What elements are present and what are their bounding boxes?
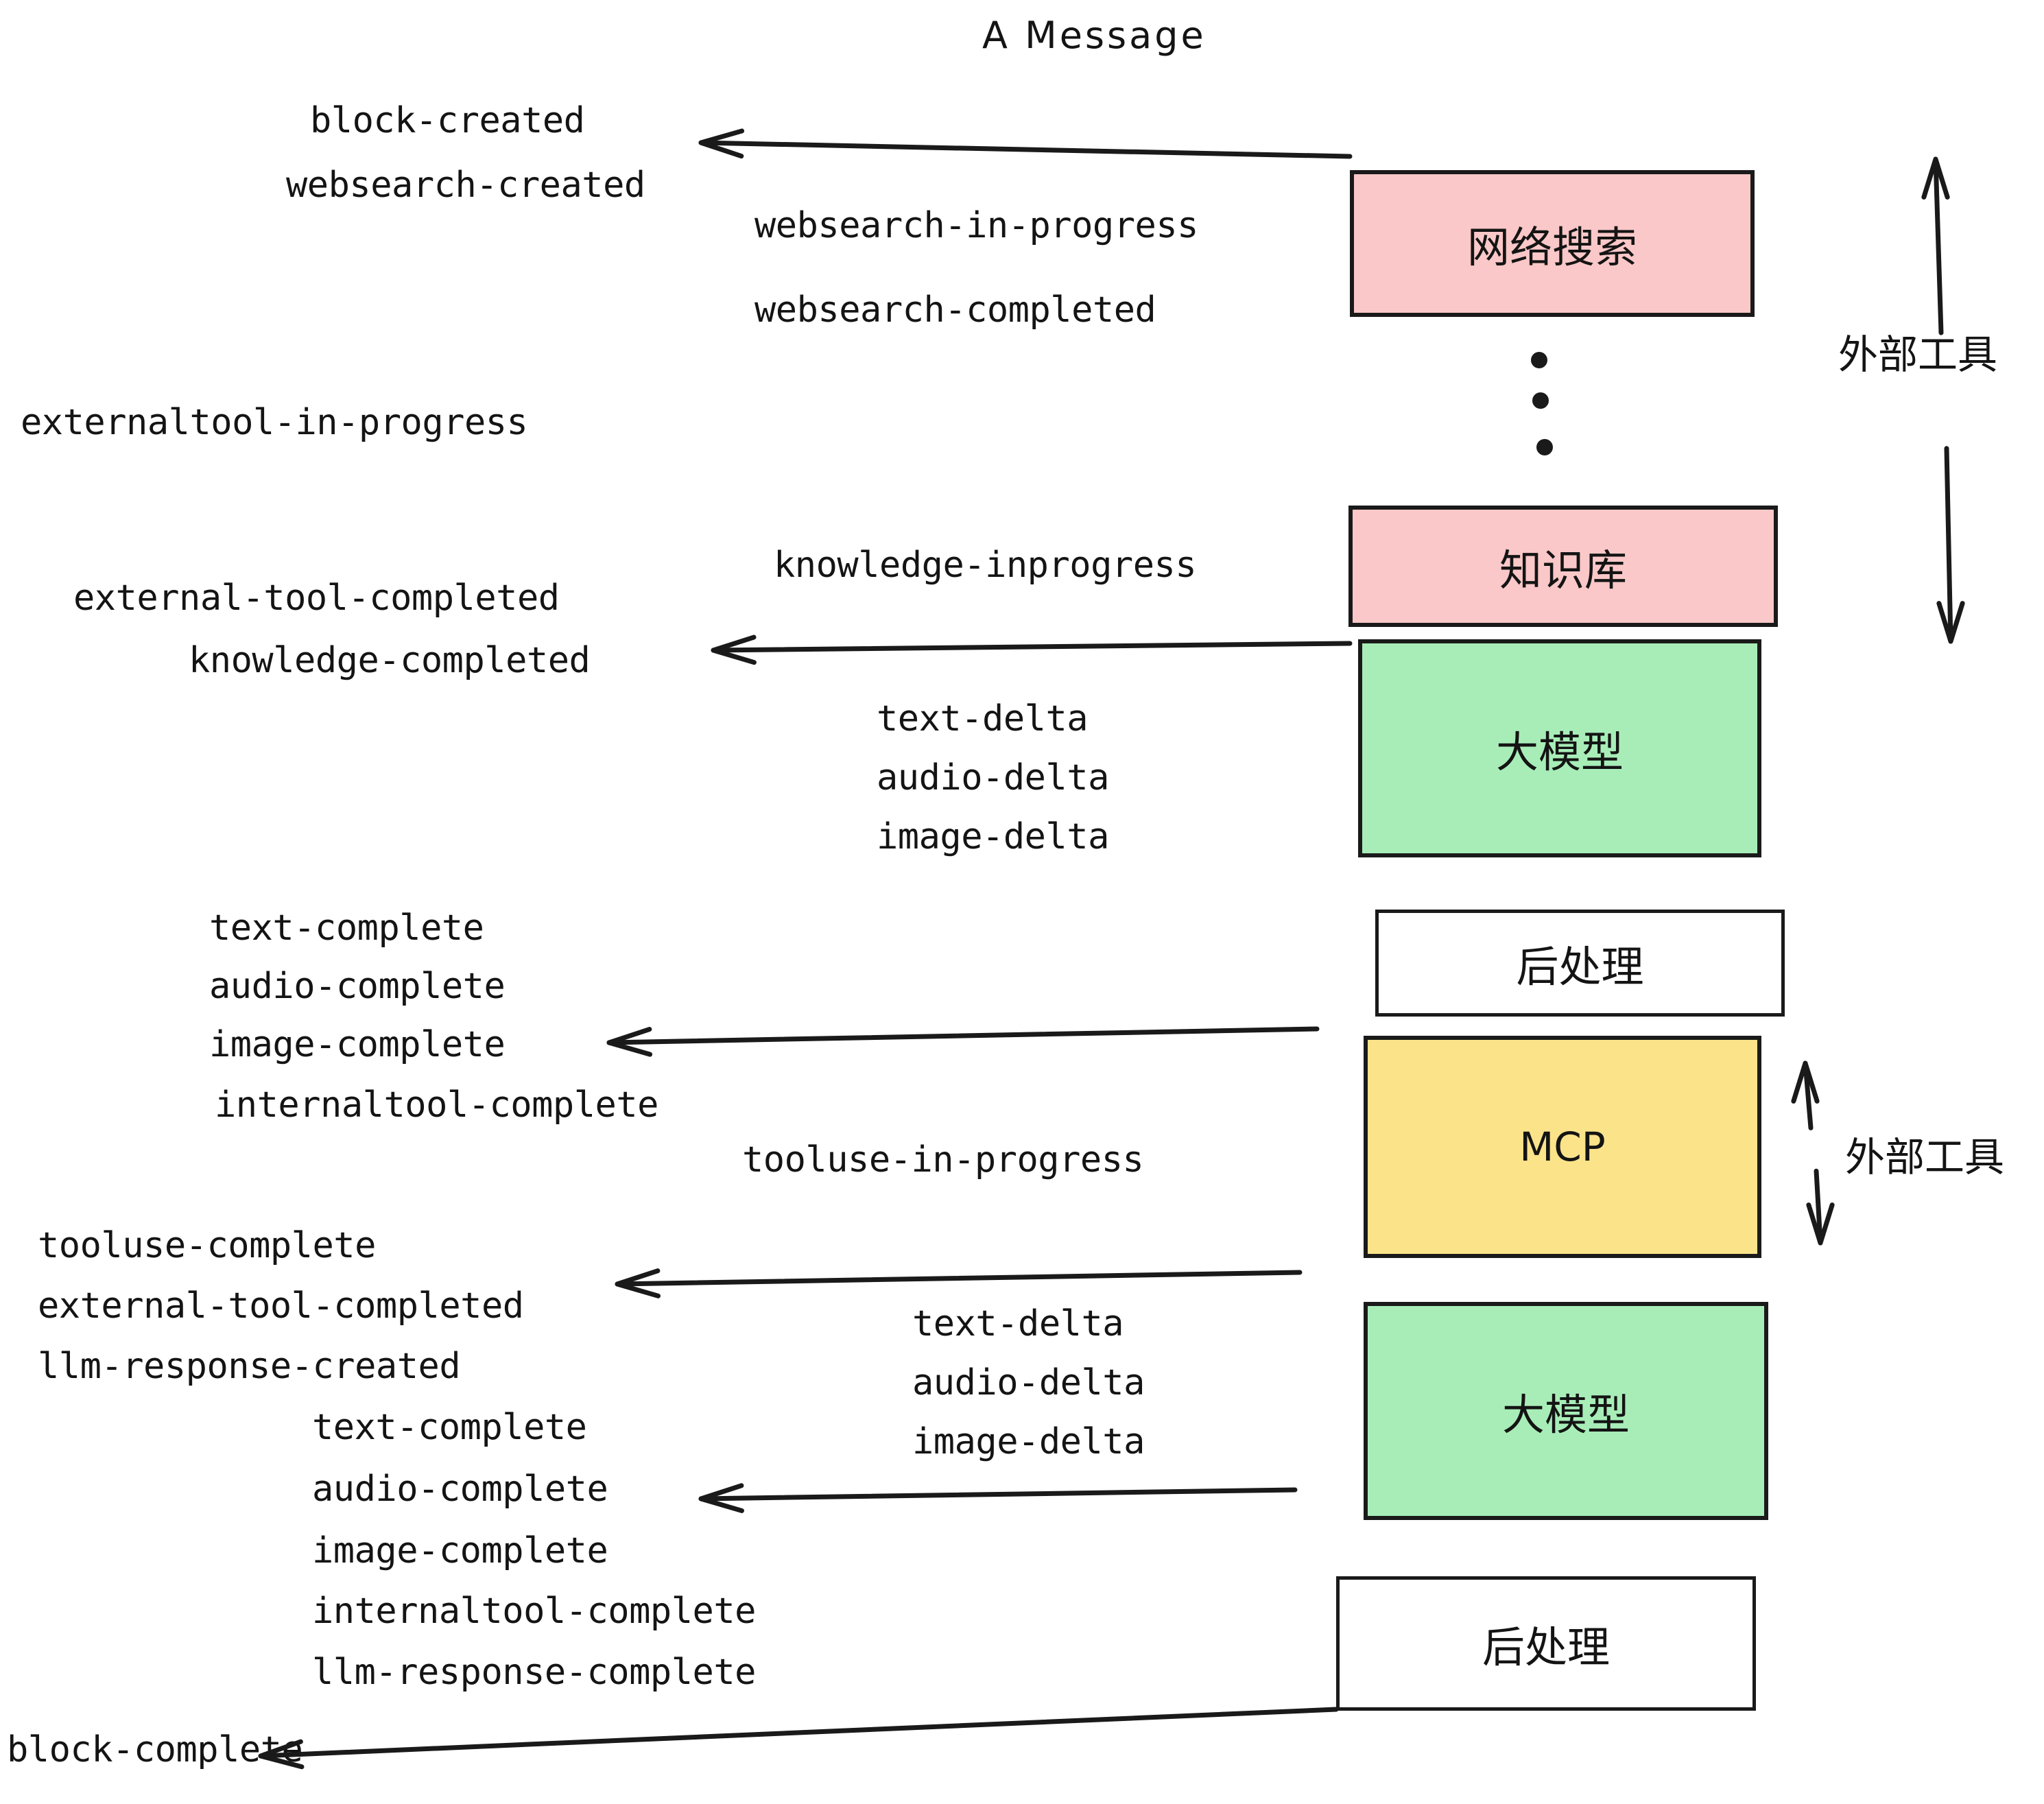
external-tools-arrow-top-down-line <box>1944 446 1953 644</box>
external-tools-arrow-top-up-line <box>1933 156 1944 335</box>
event-label-image-complete-2: image-complete <box>312 1530 608 1571</box>
external-tools-arrow-bottom-up-line <box>1803 1060 1814 1130</box>
event-label-image-delta-1: image-delta <box>877 816 1109 857</box>
event-label-llm-response-complete: llm-response-complete <box>312 1652 756 1693</box>
external-tools-arrow-bottom-down-head <box>1806 1202 1835 1246</box>
diagram-title: A Message <box>982 14 1207 57</box>
node-label: 知识库 <box>1499 545 1627 595</box>
ellipsis-dot <box>1536 439 1553 455</box>
node-postproc-top: 后处理 <box>1375 910 1785 1017</box>
event-label-audio-complete-1: audio-complete <box>209 966 506 1007</box>
event-label-text-complete-2: text-complete <box>312 1407 587 1448</box>
ellipsis-dot <box>1531 352 1547 368</box>
node-label: 大模型 <box>1495 727 1624 777</box>
arrow-llm2-to-tooluse-head <box>615 1268 661 1298</box>
node-label: 后处理 <box>1482 1622 1610 1672</box>
event-label-image-complete-1: image-complete <box>209 1024 506 1065</box>
event-label-image-delta-2: image-delta <box>912 1421 1145 1462</box>
arrow-llm-to-knowledge-line <box>711 641 1353 653</box>
event-label-internaltool-complete-2: internaltool-complete <box>312 1591 756 1632</box>
event-label-tooluse-in-progress: tooluse-in-progress <box>742 1139 1144 1180</box>
event-label-llm-response-created: llm-response-created <box>38 1346 461 1387</box>
node-websearch: 网络搜索 <box>1350 170 1755 317</box>
event-label-audio-delta-2: audio-delta <box>912 1362 1145 1403</box>
event-label-text-complete-1: text-complete <box>209 907 484 949</box>
event-label-audio-delta-1: audio-delta <box>877 757 1109 798</box>
arrow-llm-to-knowledge-head <box>711 634 757 665</box>
node-llm-top: 大模型 <box>1358 639 1761 857</box>
node-knowledge: 知识库 <box>1348 506 1778 627</box>
node-llm-bottom: 大模型 <box>1364 1302 1768 1520</box>
event-label-block-created: block-created <box>310 100 585 141</box>
node-label: 网络搜索 <box>1466 222 1637 272</box>
arrow-llm2-to-tooluse-line <box>615 1270 1303 1287</box>
node-label: MCP <box>1519 1124 1606 1170</box>
event-label-external-tool-completed-1: external-tool-completed <box>73 578 560 619</box>
arrow-mcp-to-image-head <box>606 1027 653 1057</box>
external-tools-arrow-bottom-up-head <box>1791 1060 1820 1104</box>
arrow-websearch-to-block-head <box>698 128 745 159</box>
ellipsis-dot <box>1532 392 1549 409</box>
arrow-postproc-to-block-line <box>258 1707 1339 1759</box>
external-tools-arrow-top-up-head <box>1921 156 1950 200</box>
event-label-websearch-created: websearch-created <box>286 165 645 206</box>
side-label-external-tools-bottom: 外部工具 <box>1845 1134 2005 1180</box>
event-label-block-complete: block-complete <box>7 1729 303 1770</box>
node-postproc-bottom: 后处理 <box>1336 1576 1756 1711</box>
event-label-external-tool-completed-2: external-tool-completed <box>38 1285 524 1327</box>
node-mcp: MCP <box>1364 1036 1761 1258</box>
side-label-external-tools-top: 外部工具 <box>1838 331 1998 378</box>
event-label-text-delta-1: text-delta <box>877 698 1089 739</box>
event-label-internaltool-complete-1: internaltool-complete <box>215 1084 658 1126</box>
arrow-llm2-to-audio-head <box>698 1483 744 1513</box>
event-label-externaltool-in-progress: externaltool-in-progress <box>21 402 528 443</box>
event-label-tooluse-complete: tooluse-complete <box>38 1225 376 1266</box>
event-label-websearch-completed: websearch-completed <box>754 289 1156 331</box>
node-label: 大模型 <box>1501 1390 1630 1440</box>
event-label-knowledge-inprogress: knowledge-inprogress <box>774 545 1197 586</box>
event-label-text-delta-2: text-delta <box>912 1303 1124 1344</box>
external-tools-arrow-top-down-head <box>1936 601 1965 644</box>
external-tools-arrow-bottom-down-line <box>1814 1168 1823 1246</box>
node-label: 后处理 <box>1516 942 1644 992</box>
event-label-knowledge-completed: knowledge-completed <box>189 640 591 681</box>
event-label-audio-complete-2: audio-complete <box>312 1469 608 1510</box>
arrow-llm2-to-audio-line <box>698 1487 1298 1502</box>
event-label-websearch-in-progress: websearch-in-progress <box>754 205 1198 246</box>
arrow-websearch-to-block-line <box>698 140 1353 159</box>
arrow-mcp-to-image-line <box>606 1026 1320 1045</box>
